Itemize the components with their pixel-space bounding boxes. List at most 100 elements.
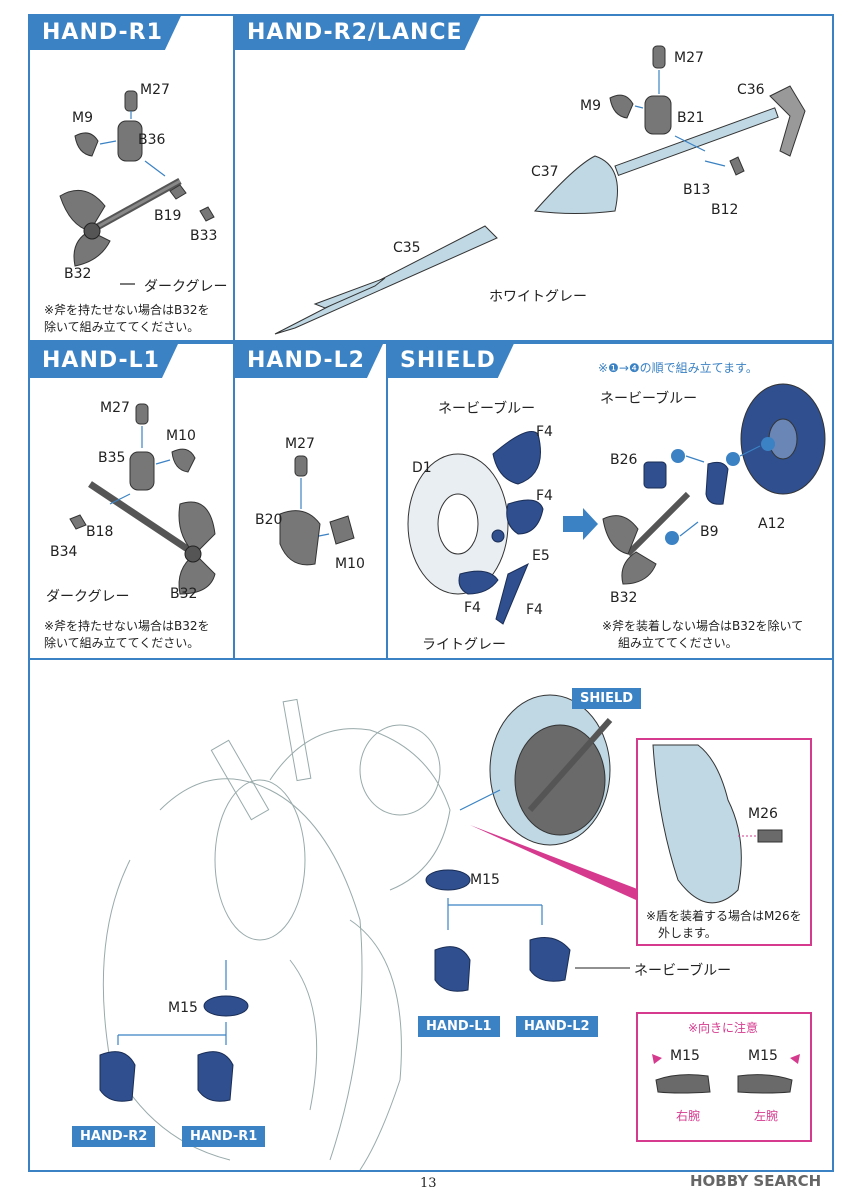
color-note: ダークグレー bbox=[144, 279, 228, 295]
panel-hand-l1: HAND-L1 M27 M10 B35 B18 B34 ダークグレー B32 ※… bbox=[28, 342, 235, 660]
part-b32: B32 bbox=[64, 266, 92, 282]
part-d1: D1 bbox=[412, 460, 432, 476]
shield-part-f4 bbox=[458, 431, 544, 625]
panel-title: SHIELD bbox=[388, 344, 514, 378]
panel-hand-r1: HAND-R1 M27 M9 B36 B19 B33 B32 ダークグレー ※斧… bbox=[28, 14, 235, 342]
note-line-2: 組み立ててください。 bbox=[618, 636, 738, 650]
part-b33: B33 bbox=[190, 228, 218, 244]
panel-title: HAND-L2 bbox=[235, 344, 383, 378]
m15-right-label: M15 bbox=[470, 872, 500, 888]
note-line-1: ※斧を装着しない場合はB32を除いて bbox=[602, 619, 804, 633]
note-line-1: ※斧を持たせない場合はB32を bbox=[44, 619, 210, 633]
part-e5: E5 bbox=[532, 548, 550, 564]
order-note: ※❶→❹の順で組み立てます。 bbox=[598, 361, 758, 375]
part-m9: M9 bbox=[72, 110, 93, 126]
step-4-icon bbox=[665, 531, 679, 545]
color-light-gray: ライトグレー bbox=[422, 637, 506, 653]
panel-title: HAND-R2/LANCE bbox=[235, 16, 481, 50]
shield-icon bbox=[489, 694, 613, 846]
m26-note-1: ※盾を装着する場合はM26を bbox=[646, 909, 802, 923]
m26-diagram bbox=[652, 744, 783, 904]
robot-outline-icon bbox=[102, 698, 451, 1170]
part-b32: B32 bbox=[170, 586, 198, 602]
part-b20: B20 bbox=[255, 512, 283, 528]
color-navy-1: ネービーブルー bbox=[438, 401, 536, 417]
panel-hand-l2: HAND-L2 M27 B20 M10 bbox=[233, 342, 388, 660]
part-m10: M10 bbox=[335, 556, 365, 572]
part-a12: A12 bbox=[758, 516, 786, 532]
part-m26: M26 bbox=[748, 806, 778, 822]
note-line-2: 除いて組み立ててください。 bbox=[44, 636, 200, 650]
m26-callout: M26 ※盾を装着する場合はM26を 外します。 bbox=[636, 738, 812, 946]
m26-note-2: 外します。 bbox=[658, 926, 717, 940]
step-2-icon bbox=[726, 452, 740, 466]
tag-hand-l1: HAND-L1 bbox=[418, 1016, 500, 1037]
part-b18: B18 bbox=[86, 524, 114, 540]
right-arm-label: 右腕 bbox=[676, 1109, 701, 1123]
watermark: HOBBY SEARCH bbox=[690, 1172, 822, 1190]
direction-title: ※向きに注意 bbox=[688, 1021, 759, 1035]
step-markers bbox=[665, 437, 775, 545]
part-b13: B13 bbox=[683, 182, 711, 198]
hand-l2-diagram bbox=[279, 455, 355, 566]
m15-ring-icon bbox=[203, 869, 471, 1017]
part-b12: B12 bbox=[711, 202, 739, 218]
hand-r1-diagram bbox=[59, 90, 215, 285]
panel-hand-r2-lance: HAND-R2/LANCE M27 M9 B21 C36 C37 B13 B12… bbox=[233, 14, 834, 342]
panel-assembly: SHIELD M15 M15 ネービーブルー HAND-L1 HAND-L2 H… bbox=[28, 658, 834, 1172]
color-navy-2: ネービーブルー bbox=[600, 391, 698, 407]
hand-icon bbox=[69, 403, 196, 530]
tag-hand-r1: HAND-R1 bbox=[182, 1126, 266, 1147]
part-f4-c: F4 bbox=[464, 600, 481, 616]
hand-icon bbox=[99, 937, 571, 1102]
assembly-diagram bbox=[99, 694, 640, 1170]
part-c35: C35 bbox=[393, 240, 421, 256]
axe-icon bbox=[88, 481, 216, 595]
color-navy: ネービーブルー bbox=[634, 963, 732, 979]
part-c36: C36 bbox=[737, 82, 765, 98]
pink-pointer-icon bbox=[470, 825, 640, 900]
part-m9: M9 bbox=[580, 98, 601, 114]
part-c37: C37 bbox=[531, 164, 559, 180]
panel-title: HAND-L1 bbox=[30, 344, 178, 378]
part-b9: B9 bbox=[700, 524, 719, 540]
shield-diagram bbox=[407, 383, 826, 625]
panel-shield: SHIELD bbox=[386, 342, 834, 660]
m15-orientation-diagram bbox=[652, 1054, 800, 1094]
direction-callout: ※向きに注意 M15 M15 右腕 左腕 bbox=[636, 1012, 812, 1142]
shield-assembled-icon bbox=[602, 383, 826, 585]
step-3-icon bbox=[671, 449, 685, 463]
hand-icon bbox=[279, 455, 355, 566]
part-f4-a: F4 bbox=[536, 424, 553, 440]
arrow-right-icon bbox=[563, 508, 598, 540]
part-m27: M27 bbox=[100, 400, 130, 416]
part-m27: M27 bbox=[285, 436, 315, 452]
m15-left-label: M15 bbox=[168, 1000, 198, 1016]
left-arm-label: 左腕 bbox=[754, 1109, 779, 1123]
m15-a-label: M15 bbox=[670, 1048, 700, 1064]
panel-title: HAND-R1 bbox=[30, 16, 181, 50]
part-f4-d: F4 bbox=[526, 602, 543, 618]
part-b26: B26 bbox=[610, 452, 638, 468]
part-m27: M27 bbox=[140, 82, 170, 98]
page-number: 13 bbox=[420, 1176, 437, 1191]
step-1-icon bbox=[761, 437, 775, 451]
color-note: ホワイトグレー bbox=[489, 289, 587, 305]
note-line-1: ※斧を持たせない場合はB32を bbox=[44, 303, 210, 317]
lance-diagram bbox=[274, 45, 806, 335]
part-m27: M27 bbox=[674, 50, 704, 66]
tag-hand-l2: HAND-L2 bbox=[516, 1016, 598, 1037]
part-b21: B21 bbox=[677, 110, 705, 126]
part-m10: M10 bbox=[166, 428, 196, 444]
axe-icon bbox=[59, 177, 182, 267]
m15-b-label: M15 bbox=[748, 1048, 778, 1064]
tag-hand-r2: HAND-R2 bbox=[72, 1126, 156, 1147]
part-f4-b: F4 bbox=[536, 488, 553, 504]
part-b19: B19 bbox=[154, 208, 182, 224]
note-line-2: 除いて組み立ててください。 bbox=[44, 320, 200, 334]
part-b36: B36 bbox=[138, 132, 166, 148]
part-b35: B35 bbox=[98, 450, 126, 466]
color-note: ダークグレー bbox=[46, 589, 130, 605]
part-b32: B32 bbox=[610, 590, 638, 606]
hand-l1-diagram bbox=[69, 403, 216, 595]
